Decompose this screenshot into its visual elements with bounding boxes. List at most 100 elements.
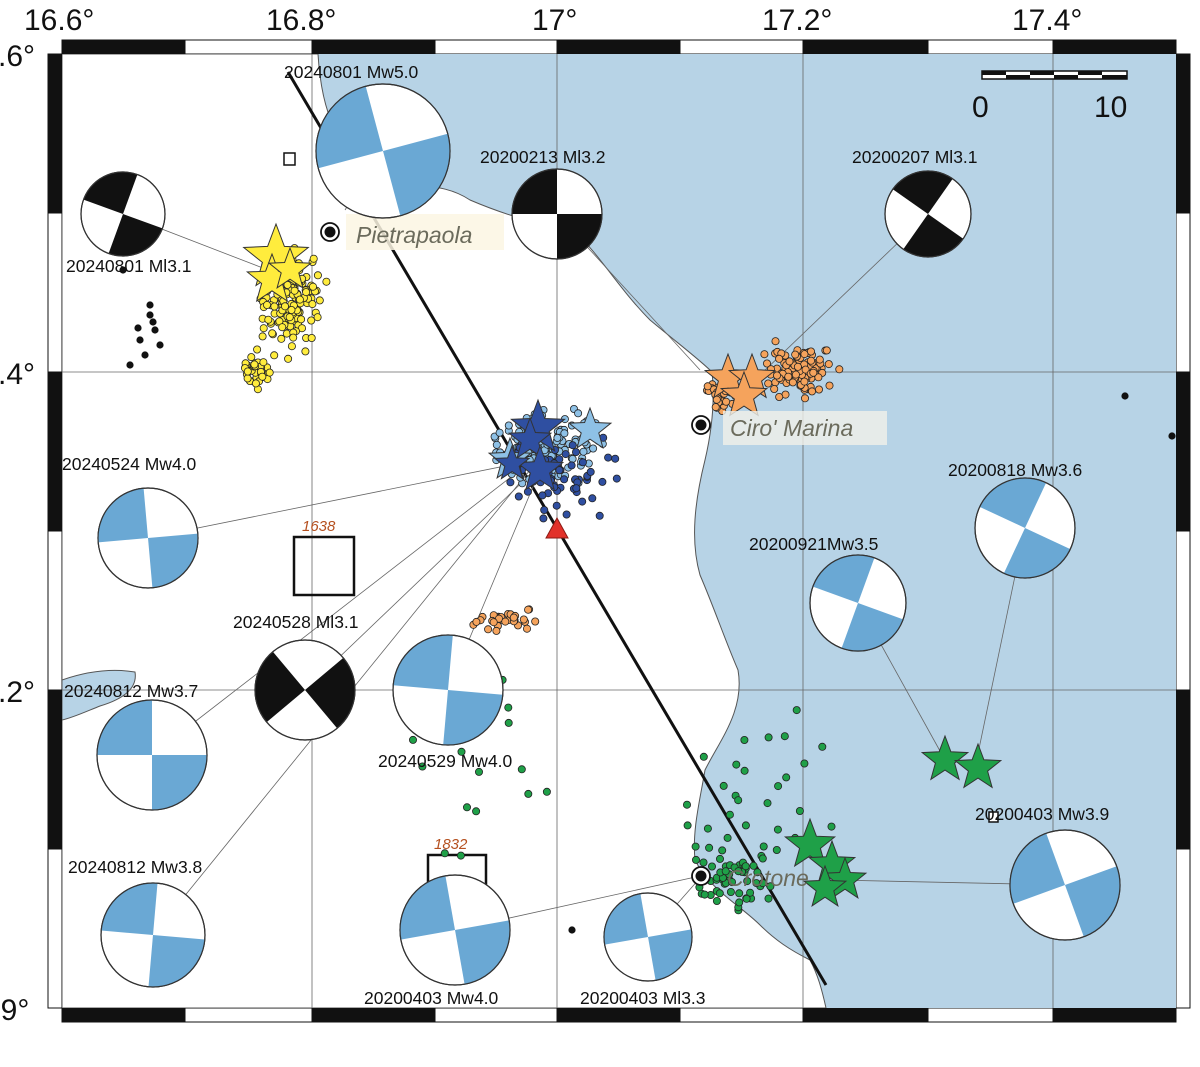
mainshock-star <box>953 742 1003 789</box>
epicenter-dot <box>703 824 712 833</box>
epicenter-dot <box>290 286 299 295</box>
epicenter-dot <box>572 448 581 457</box>
lon-tick-label: 17.2° <box>762 4 832 37</box>
lon-tick-label: 17° <box>532 4 577 37</box>
epicenter-dot <box>758 879 767 888</box>
epicenter-dot <box>763 799 772 808</box>
epicenter-dot <box>524 605 533 614</box>
scale-label-min: 0 <box>972 91 989 124</box>
town-crotone: Crotone <box>691 865 809 891</box>
epicenter-dot <box>262 300 271 309</box>
epicenter-dot <box>259 358 268 367</box>
epicenter-dot <box>809 368 818 377</box>
epicenter-dot <box>126 361 134 369</box>
epicenter-dot <box>740 766 749 775</box>
epicenter-dot <box>818 742 827 751</box>
epicenter-dot <box>151 326 159 334</box>
epicenter-dot <box>295 295 304 304</box>
epicenter-dot <box>708 862 717 871</box>
epicenter-dot <box>764 379 773 388</box>
town-label: Pietrapaola <box>356 222 472 248</box>
epicenter-dot <box>457 747 466 756</box>
event-label: 20240528 Ml3.1 <box>233 612 359 632</box>
mainshock-star <box>267 246 313 289</box>
lon-tick-label: 16.6° <box>24 4 94 37</box>
epicenter-dot <box>824 360 833 369</box>
event-label: 20240812 Mw3.8 <box>68 857 202 877</box>
epicenter-dot <box>302 288 311 297</box>
event-label: 20240524 Mw4.0 <box>62 454 197 474</box>
epicenter-dot <box>146 311 154 319</box>
epicenter-dot <box>308 300 317 309</box>
epicenter-dot <box>734 867 743 876</box>
focal-mechanism <box>254 639 356 741</box>
epicenter-dot <box>793 362 802 371</box>
epicenter-dot <box>578 497 587 506</box>
epicenter-dot <box>472 617 481 626</box>
mainshock-star <box>822 856 868 899</box>
epicenter-dot <box>134 324 142 332</box>
epicenter-dot <box>555 466 564 475</box>
epicenter-dot <box>568 441 577 450</box>
event-label: 20200403 Ml3.3 <box>580 988 706 1008</box>
epicenter-dot <box>472 807 481 816</box>
epicenter-dot <box>588 494 597 503</box>
epicenter-dot <box>785 357 794 366</box>
longitude-tick-labels: 16.6° 16.8° 17° 17.2° 17.4° <box>24 4 1082 37</box>
epicenter-dot <box>524 789 533 798</box>
focal-mechanism <box>80 171 166 257</box>
epicenter-dot <box>784 372 793 381</box>
epicenter-dot <box>270 302 279 311</box>
epicenter-dot <box>774 782 783 791</box>
epicenter-dot <box>250 360 259 369</box>
town-label: Crotone <box>727 865 809 891</box>
epicenter-dot <box>268 329 277 338</box>
epicenter-dot <box>462 803 471 812</box>
lat-tick-label: .6° <box>0 40 35 73</box>
event-label: 20240529 Mw4.0 <box>378 751 513 771</box>
event-label: 20200818 Mw3.6 <box>948 460 1082 480</box>
epicenter-dot <box>753 868 762 877</box>
epicenter-dot <box>800 759 809 768</box>
event-label: 20200921Mw3.5 <box>749 534 878 554</box>
town-pietrapaola: Pietrapaola <box>320 214 504 250</box>
epicenter-dot <box>264 315 273 324</box>
epicenter-dot <box>307 333 316 342</box>
epicenter-dot <box>517 765 526 774</box>
historical-year-label: 1832 <box>434 836 468 853</box>
epicenter-dot <box>156 341 164 349</box>
epicenter-dot <box>807 356 816 365</box>
epicenter-dot <box>492 440 501 449</box>
epicenter-dot <box>782 773 791 782</box>
focal-mechanism <box>315 83 451 219</box>
mainshock-stars <box>242 222 1003 907</box>
epicenter-dot <box>764 733 773 742</box>
epicenter-dot <box>723 833 732 842</box>
epicenter-dot <box>243 367 252 376</box>
epicenter-dot <box>251 379 260 388</box>
epicenter-dot <box>560 429 569 438</box>
epicenter-dot <box>538 491 547 500</box>
town-ciro-marina: Ciro' Marina <box>691 411 887 445</box>
focal-mechanism <box>809 554 907 652</box>
epicenter-dot <box>791 350 800 359</box>
epicenter-dot <box>683 800 692 809</box>
scale-label-max: 10 <box>1094 91 1127 124</box>
epicenter-dot <box>313 313 322 322</box>
epicenter-dot <box>766 882 775 891</box>
lat-tick-label: 39° <box>0 994 29 1027</box>
epicenter-dot <box>763 359 772 368</box>
epicenter-dot <box>504 718 513 727</box>
epicenter-dot <box>604 453 613 462</box>
historical-year-label: 1638 <box>302 518 336 535</box>
epicenter-dot <box>814 373 823 382</box>
epicenter-dot <box>595 511 604 520</box>
epicenter-dot <box>519 615 528 624</box>
epicenter-dot <box>146 301 154 309</box>
event-label: 20240801 Mw5.0 <box>284 62 419 82</box>
lon-tick-label: 17.4° <box>1012 4 1082 37</box>
epicenter-dot <box>735 889 744 898</box>
focal-mechanism <box>511 168 603 260</box>
epicenter-dot <box>764 894 773 903</box>
epicenter-dot <box>735 898 744 907</box>
